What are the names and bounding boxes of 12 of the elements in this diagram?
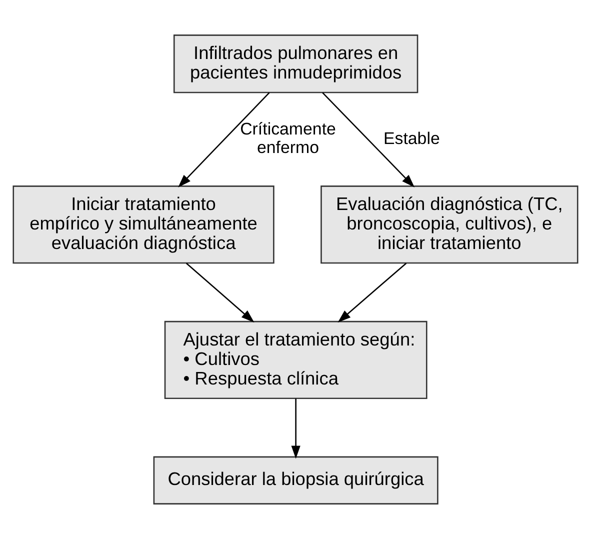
node-box: Infiltrados pulmonares en pacientes inmudeprimidos (173, 34, 418, 94)
arrow (322, 92, 415, 188)
node-box: Considerar la biopsia quirúrgica (153, 456, 438, 504)
edge-label: Críticamente enfermo (240, 120, 336, 157)
arrow (186, 262, 254, 322)
arrow (291, 398, 300, 459)
node-box: Evaluación diagnóstica (TC, broncoscopia, cultivos), e iniciar tratamiento (320, 186, 578, 264)
arrow (338, 262, 407, 322)
node-box: Iniciar tratamiento empírico y simultáneamente evaluación diagnóstica (12, 186, 274, 264)
arrow (178, 92, 270, 188)
edge-label: Estable (383, 128, 440, 148)
node-box: Ajustar el tratamiento según: • Cultivos • Respuesta clínica (164, 320, 428, 399)
